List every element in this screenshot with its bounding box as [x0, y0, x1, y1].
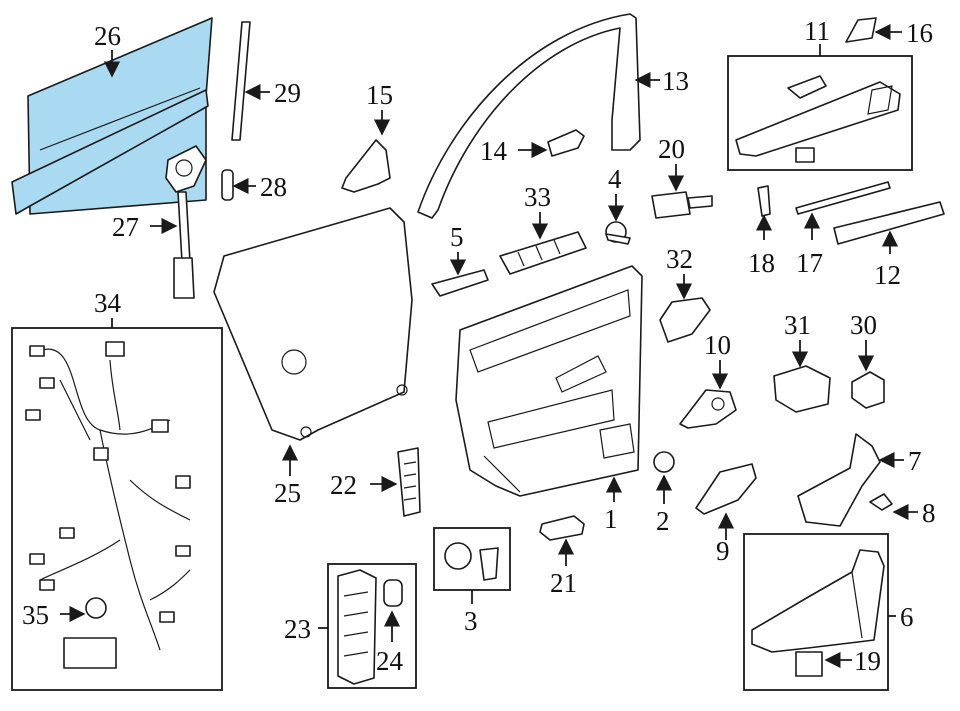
callout-3: 3: [464, 606, 478, 636]
part-27-window-regulator: [165, 145, 207, 299]
part-21-module: [539, 515, 585, 541]
callout-34: 34: [94, 288, 122, 318]
part-8-clip: [869, 493, 893, 511]
callout-10: 10: [704, 330, 731, 360]
part-23-assembly: [327, 563, 417, 689]
callout-17: 17: [796, 248, 823, 278]
callout-13: 13: [662, 66, 689, 96]
callout-27: 27: [112, 212, 139, 242]
part-28-pin: [221, 169, 234, 201]
callout-30: 30: [850, 310, 877, 340]
callout-22: 22: [330, 470, 357, 500]
part-11-assembly: [727, 55, 913, 171]
callout-35: 35: [22, 600, 49, 630]
part-6-assembly: [743, 533, 889, 691]
part-33-switch-panel: [499, 231, 587, 275]
callout-24: 24: [376, 646, 404, 676]
callout-28: 28: [260, 172, 287, 202]
part-34-wiring-harness: [11, 327, 223, 691]
callout-26: 26: [94, 21, 121, 51]
part-2-clip: [653, 451, 675, 473]
callout-7: 7: [908, 446, 922, 476]
callout-14: 14: [480, 136, 508, 166]
callout-1: 1: [604, 504, 618, 534]
callout-11: 11: [804, 16, 830, 46]
callout-18: 18: [748, 248, 775, 278]
callout-16: 16: [906, 18, 933, 48]
part-15-trim: [341, 139, 391, 193]
part-1-door-trim-panel: [455, 265, 643, 497]
callout-8: 8: [922, 498, 936, 528]
callout-29: 29: [274, 78, 301, 108]
callout-labels: 26 29 28 27 15 13 14 33 4 20 5 32 11 16 …: [22, 16, 936, 676]
callout-31: 31: [784, 310, 811, 340]
callout-12: 12: [874, 260, 901, 290]
leader-lines: [60, 23, 918, 669]
part-10-bezel: [679, 389, 737, 429]
callout-20: 20: [658, 134, 685, 164]
callout-4: 4: [608, 164, 622, 194]
part-4-clip: [605, 221, 631, 245]
part-30-switch: [851, 371, 885, 409]
part-20-lamp: [651, 191, 713, 219]
part-16-cap: [845, 17, 877, 43]
callout-15: 15: [366, 80, 393, 110]
callout-25: 25: [274, 478, 301, 508]
part-31-switch: [773, 365, 831, 413]
callout-9: 9: [716, 536, 730, 566]
callout-2: 2: [656, 506, 670, 536]
callout-33: 33: [524, 182, 551, 212]
callout-5: 5: [450, 222, 464, 252]
part-18-strip: [757, 185, 771, 217]
callout-32: 32: [666, 244, 693, 274]
callout-23: 23: [284, 614, 311, 644]
part-17-trim-strip: [795, 181, 891, 215]
callout-21: 21: [550, 568, 577, 598]
part-7-armrest-bracket: [797, 433, 881, 527]
part-14-clip: [547, 129, 585, 157]
part-32-cover: [659, 297, 711, 343]
callout-19: 19: [854, 646, 881, 676]
part-9-cover: [695, 463, 757, 515]
part-3-assembly: [433, 527, 511, 591]
part-26-window-glass: [11, 17, 213, 215]
part-12-garnish: [833, 201, 945, 245]
part-29-run-channel: [231, 21, 251, 141]
part-13-frame-seal: [417, 13, 641, 219]
callout-6: 6: [900, 602, 914, 632]
part-22-grille: [397, 447, 421, 517]
part-25-membrane: [213, 207, 413, 441]
part-5-handle-bezel: [431, 269, 489, 297]
